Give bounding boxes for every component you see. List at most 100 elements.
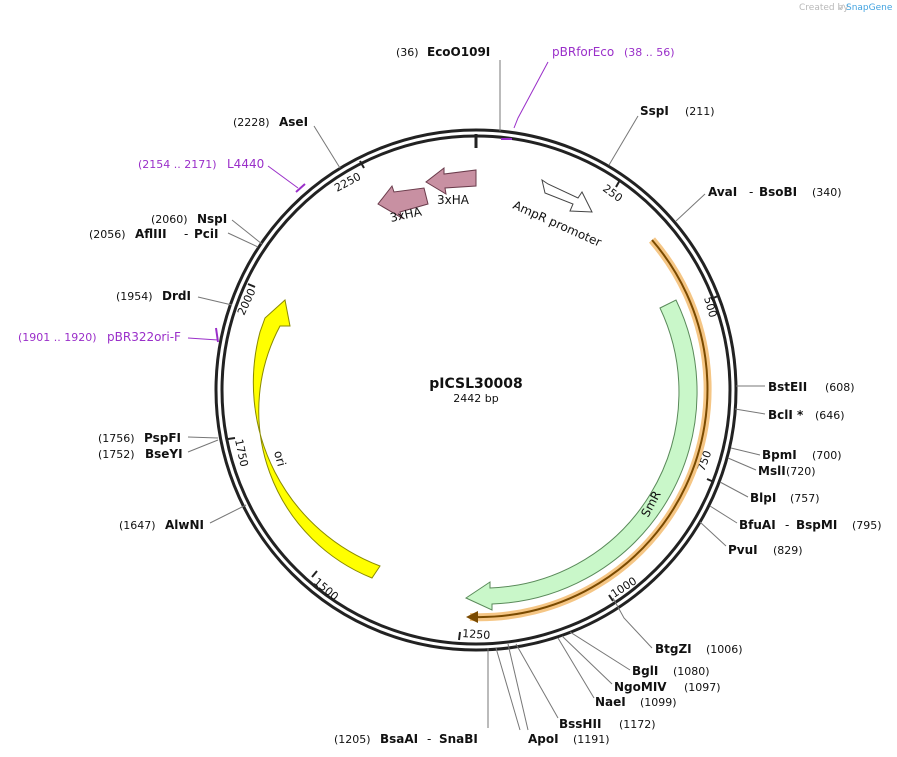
site-bpmi[interactable]: BpmI (700) <box>730 447 842 462</box>
tick-1500: 1500 <box>311 570 341 603</box>
svg-text:(2228): (2228) <box>233 116 270 129</box>
site-apoi[interactable]: ApoI (1191) <box>507 643 610 746</box>
site-blpi[interactable]: BlpI (757) <box>719 481 820 505</box>
primer-name: pBR322ori-F <box>107 330 181 344</box>
primer-l4440[interactable]: (2154 .. 2171) L4440 <box>138 157 306 193</box>
svg-text:-: - <box>749 185 753 199</box>
svg-text:-: - <box>785 518 789 532</box>
svg-text:PvuI: PvuI <box>728 543 758 557</box>
svg-text:(1647): (1647) <box>119 519 156 532</box>
site-asei[interactable]: (2228) AseI <box>233 115 341 169</box>
svg-text:-: - <box>184 227 188 241</box>
site-bgli[interactable]: BglI (1080) <box>569 631 710 678</box>
primer-range: (38 .. 56) <box>624 46 675 59</box>
svg-text:BssHII: BssHII <box>559 717 601 731</box>
svg-text:(2060): (2060) <box>151 213 188 226</box>
primer-pbr322ori-f[interactable]: (1901 .. 1920) pBR322ori-F <box>18 327 219 344</box>
plasmid-length: 2442 bp <box>453 392 498 405</box>
svg-text:(1191): (1191) <box>573 733 610 746</box>
svg-text:(211): (211) <box>685 105 715 118</box>
ampr-promoter-label: AmpR promoter <box>511 198 604 250</box>
primer-range: (2154 .. 2171) <box>138 158 217 171</box>
svg-text:(2056): (2056) <box>89 228 126 241</box>
svg-text:(646): (646) <box>815 409 845 422</box>
svg-text:(1172): (1172) <box>619 718 656 731</box>
tick-500: 500 <box>701 295 719 319</box>
site-afliii-pcii[interactable]: (2056) AflIII - PciI <box>89 227 259 248</box>
svg-text:MslI: MslI <box>758 464 786 478</box>
svg-text:(1097): (1097) <box>684 681 721 694</box>
primer-name: pBRforEco <box>552 45 614 59</box>
svg-text:(608): (608) <box>825 381 855 394</box>
svg-text:(36): (36) <box>396 46 419 59</box>
svg-text:(1080): (1080) <box>673 665 710 678</box>
primer-name: L4440 <box>227 157 264 171</box>
tick-250: 250 <box>600 179 625 205</box>
site-bcli[interactable]: BclI * (646) <box>734 408 845 422</box>
svg-text:BtgZI: BtgZI <box>655 642 692 656</box>
ha-tag-left[interactable] <box>377 184 429 220</box>
svg-text:1250: 1250 <box>462 627 491 642</box>
site-bsaai-snabi[interactable]: (1205) BsaAI - SnaBI <box>334 647 521 746</box>
site-alwni[interactable]: (1647) AlwNI <box>119 504 247 532</box>
svg-text:SnaBI: SnaBI <box>439 732 478 746</box>
svg-text:(720): (720) <box>786 465 816 478</box>
primer-range: (1901 .. 1920) <box>18 331 97 344</box>
snapgene-logo-icon: ✓ <box>838 3 846 13</box>
svg-text:BstEII: BstEII <box>768 380 807 394</box>
site-bseyi[interactable]: (1752) BseYI <box>98 439 219 461</box>
svg-text:(700): (700) <box>812 449 842 462</box>
svg-text:2250: 2250 <box>332 170 363 195</box>
svg-text:EcoO109I: EcoO109I <box>427 45 490 59</box>
site-bsteii[interactable]: BstEII (608) <box>736 380 855 394</box>
site-msli[interactable]: MslI (720) <box>727 457 816 478</box>
svg-text:(757): (757) <box>790 492 820 505</box>
svg-text:BspMI: BspMI <box>796 518 837 532</box>
ori-feature[interactable] <box>252 299 381 579</box>
svg-text:AseI: AseI <box>279 115 308 129</box>
svg-text:BsaAI: BsaAI <box>380 732 418 746</box>
svg-text:DrdI: DrdI <box>162 289 191 303</box>
svg-text:ApoI: ApoI <box>528 732 559 746</box>
site-bfuai-bspmi[interactable]: BfuAI - BspMI (795) <box>709 505 882 532</box>
site-avai-bsobi[interactable]: AvaI - BsoBI (340) <box>675 185 842 222</box>
tick-1250: 1250 <box>458 627 491 642</box>
svg-text:NaeI: NaeI <box>595 695 626 709</box>
created-by-text: Created by <box>799 3 849 13</box>
site-drdi[interactable]: (1954) DrdI <box>116 289 233 306</box>
svg-text:BfuAI: BfuAI <box>739 518 776 532</box>
site-btgzi[interactable]: BtgZI (1006) <box>612 597 743 656</box>
svg-text:BclI *: BclI * <box>768 408 804 422</box>
site-ecoo109i[interactable]: (36) EcoO109I <box>396 45 501 131</box>
site-nspi[interactable]: (2060) NspI <box>151 212 263 245</box>
site-naei[interactable]: NaeI (1099) <box>557 637 677 709</box>
svg-text:(1205): (1205) <box>334 733 371 746</box>
ha-tag-right[interactable] <box>425 166 477 195</box>
primer-pbrforeco[interactable]: pBRforEco (38 .. 56) <box>501 45 675 140</box>
ha-tag-label-2: 3xHA <box>437 193 470 207</box>
ha-tag-label-1: 3xHA <box>389 204 424 225</box>
snapgene-brand: SnapGene <box>846 3 893 13</box>
smr-feature[interactable] <box>464 299 698 611</box>
svg-text:BsoBI: BsoBI <box>759 185 797 199</box>
site-pspfi[interactable]: (1756) PspFI <box>98 431 219 445</box>
svg-text:BpmI: BpmI <box>762 448 797 462</box>
svg-text:NgoMIV: NgoMIV <box>614 680 667 694</box>
svg-text:(1099): (1099) <box>640 696 677 709</box>
ampr-promoter-feature[interactable] <box>541 178 593 213</box>
site-bsshii[interactable]: BssHII (1172) <box>515 643 656 731</box>
svg-text:(1006): (1006) <box>706 643 743 656</box>
tick-1750: 1750 <box>227 437 251 468</box>
svg-text:BlpI: BlpI <box>750 491 776 505</box>
svg-text:(829): (829) <box>773 544 803 557</box>
site-sspi[interactable]: SspI (211) <box>608 104 715 166</box>
svg-text:(1752): (1752) <box>98 448 135 461</box>
svg-text:(340): (340) <box>812 186 842 199</box>
site-ngomiv[interactable]: NgoMIV (1097) <box>561 635 721 694</box>
svg-text:1500: 1500 <box>311 575 341 603</box>
site-pvui[interactable]: PvuI (829) <box>699 521 803 557</box>
svg-text:(1756): (1756) <box>98 432 135 445</box>
svg-text:AflIII: AflIII <box>135 227 167 241</box>
svg-text:1750: 1750 <box>232 438 251 468</box>
